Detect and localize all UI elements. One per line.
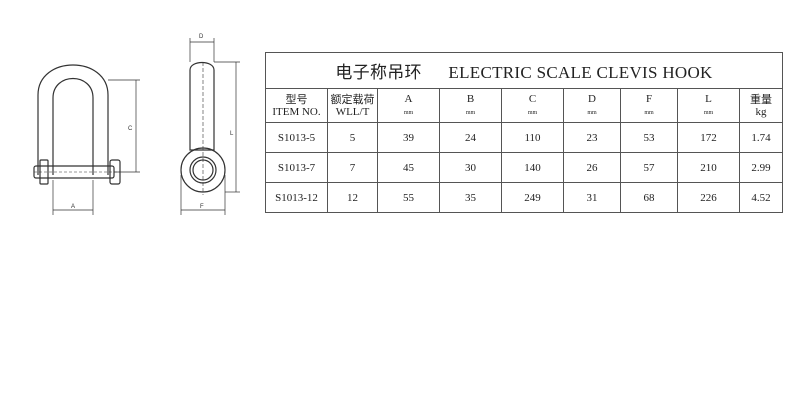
column-header-label: 重量 [750, 93, 772, 106]
side-bar [189, 61, 215, 151]
table-cell: 249 [501, 182, 564, 213]
column-header-label: F [645, 92, 653, 105]
column-header-label: A [404, 92, 413, 105]
table-title-cn: 电子称吊环 [335, 63, 422, 82]
front-view-dimensions [52, 79, 140, 215]
table-cell: 30 [439, 152, 502, 183]
side-view-dimensions [180, 38, 240, 215]
column-header-unit: mm [644, 109, 654, 116]
table-title: 电子称吊环 ELECTRIC SCALE CLEVIS HOOK [265, 52, 783, 89]
table-cell: 226 [677, 182, 740, 213]
table-cell: 35 [439, 182, 502, 213]
table-cell: 210 [677, 152, 740, 183]
dim-label-l: L [230, 131, 234, 137]
table-cell: 7 [327, 152, 378, 183]
column-header-unit: WLL/T [335, 105, 370, 118]
dim-label-f: F [200, 204, 204, 210]
column-header-unit: mm [527, 109, 538, 116]
column-header-label: D [588, 92, 596, 105]
column-header-unit: kg [755, 105, 767, 118]
column-header-unit: mm [403, 109, 414, 116]
table-cell: 2.99 [739, 152, 783, 183]
shackle-bow-outer [37, 64, 109, 175]
column-header-unit: mm [465, 109, 476, 116]
column-header-label: 额定载荷 [330, 93, 375, 106]
column-header-unit: mm [587, 109, 597, 116]
dim-label-c: C [128, 126, 133, 132]
technical-drawing: C A D L F [33, 34, 240, 215]
column-header-label: B [466, 92, 475, 105]
table-cell: 55 [377, 182, 440, 213]
table-cell: 5 [327, 122, 378, 153]
table-cell: 53 [620, 122, 678, 153]
table-cell: 4.52 [739, 182, 783, 213]
table-cell: 1.74 [739, 122, 783, 153]
shackle-front-view [33, 64, 121, 185]
table-cell: S1013-12 [265, 182, 328, 213]
dim-label-a: A [71, 204, 75, 210]
column-header-unit: ITEM NO. [272, 105, 321, 118]
shackle-side-view [180, 61, 226, 195]
column-header-label: L [705, 92, 712, 105]
table-cell: 68 [620, 182, 678, 213]
table-cell: 110 [501, 122, 564, 153]
table-cell: S1013-7 [265, 152, 328, 183]
table-cell: 31 [563, 182, 621, 213]
table-cell: 45 [377, 152, 440, 183]
dim-label-d: D [199, 34, 204, 40]
table-cell: S1013-5 [265, 122, 328, 153]
table-cell: 140 [501, 152, 564, 183]
table-title-en: ELECTRIC SCALE CLEVIS HOOK [448, 63, 713, 82]
column-header-label: 型号 [285, 93, 308, 106]
table-cell: 57 [620, 152, 678, 183]
table-cell: 23 [563, 122, 621, 153]
table-cell: 12 [327, 182, 378, 213]
table-cell: 26 [563, 152, 621, 183]
column-header-unit: mm [703, 109, 714, 116]
shackle-bow-inner [52, 77, 94, 175]
table-cell: 24 [439, 122, 502, 153]
table-cell: 172 [677, 122, 740, 153]
column-header-label: C [528, 92, 537, 105]
table-cell: 39 [377, 122, 440, 153]
